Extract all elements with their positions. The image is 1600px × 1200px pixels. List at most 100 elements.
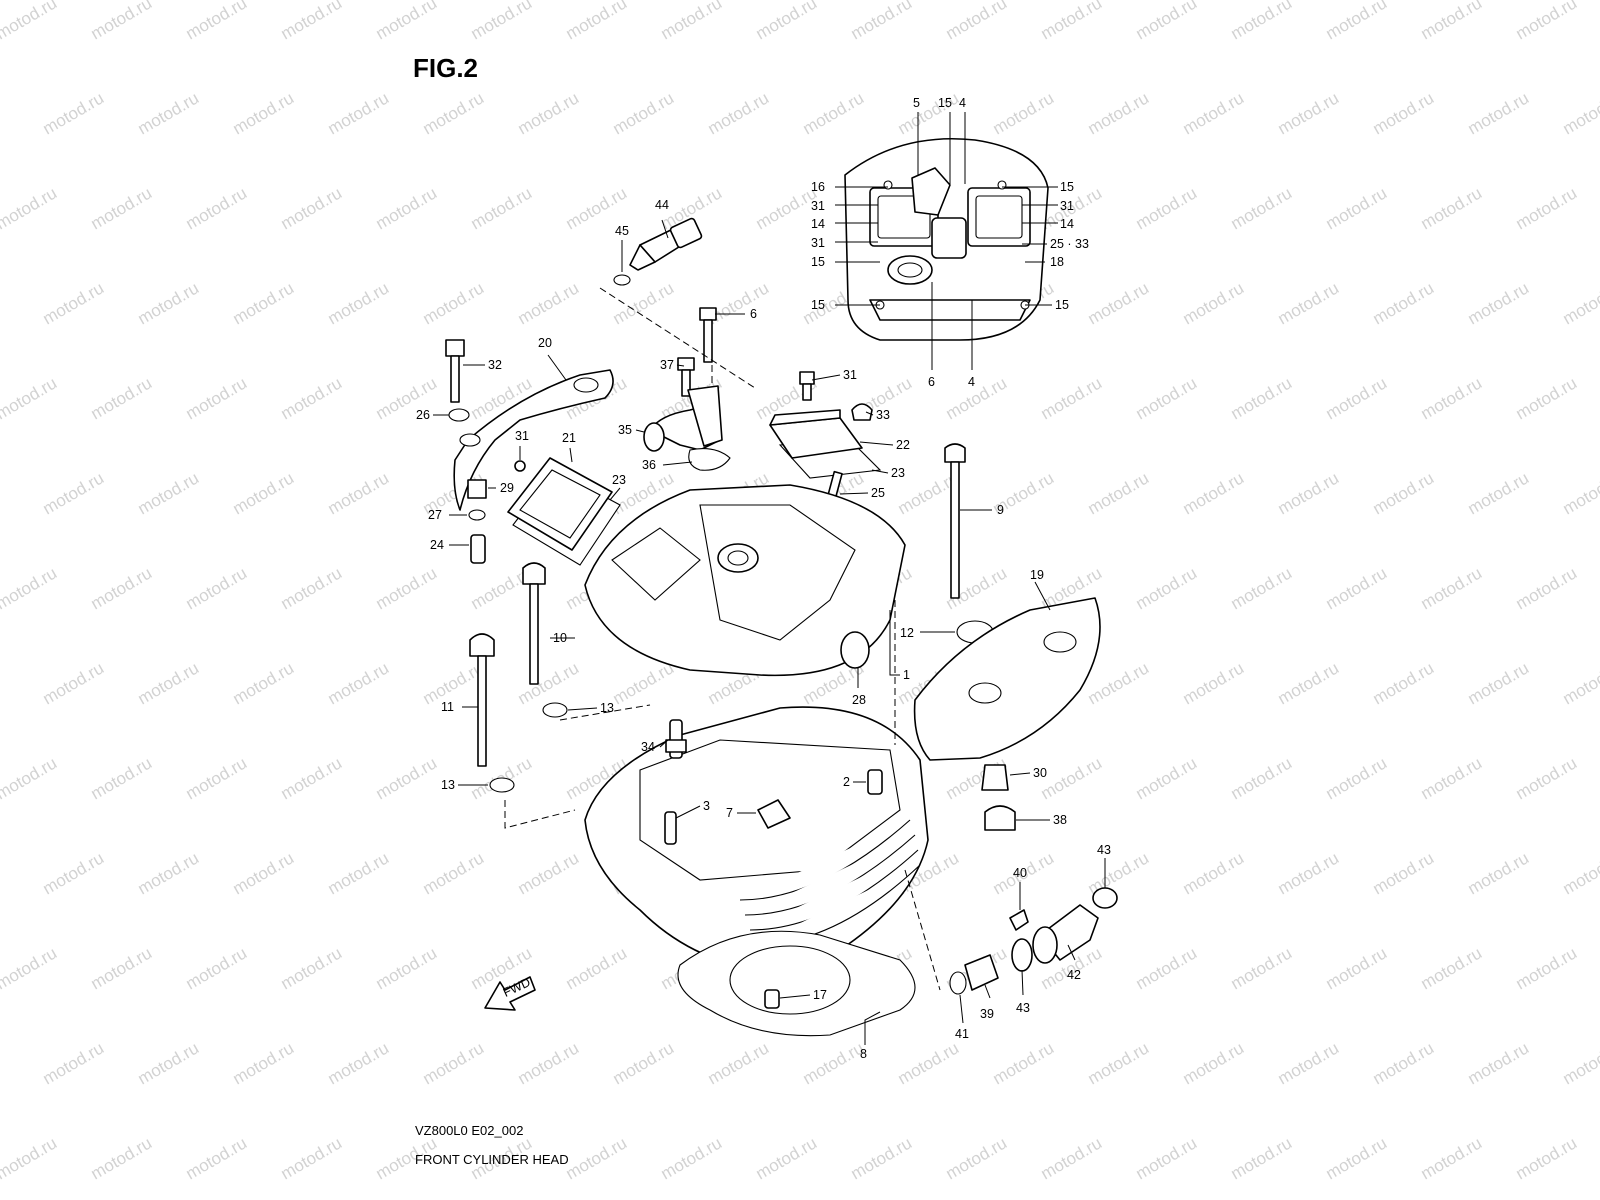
watermark-text: motod.ru [1513, 373, 1581, 423]
watermark-text: motod.ru [515, 88, 583, 138]
watermark-text: motod.ru [1465, 1038, 1533, 1088]
watermark-text: motod.ru [373, 373, 441, 423]
long-bolt-11 [469, 633, 495, 767]
watermark-text: motod.ru [658, 1133, 726, 1183]
callout-43: 43 [1016, 1001, 1030, 1015]
watermark-text: motod.ru [1370, 278, 1438, 328]
callout-8: 8 [860, 1047, 867, 1061]
watermark-text: motod.ru [135, 278, 203, 328]
leader-lines [433, 112, 1106, 1045]
watermark-text: motod.ru [1228, 943, 1296, 993]
callout-40: 40 [1013, 866, 1027, 880]
assembly-lines [504, 287, 941, 991]
watermark-text: motod.ru [468, 183, 536, 233]
side-cover-19 [913, 597, 1101, 761]
callout-2: 2 [843, 775, 850, 789]
watermark-text: motod.ru [183, 1133, 251, 1183]
watermark-text: motod.ru [1228, 1133, 1296, 1183]
callout-24: 24 [430, 538, 444, 552]
watermark-text: motod.ru [1418, 183, 1486, 233]
callout-31: 31 [843, 368, 857, 382]
watermark-text: motod.ru [990, 1038, 1058, 1088]
watermark-text: motod.ru [1513, 943, 1581, 993]
watermark-text: motod.ru [1275, 278, 1343, 328]
watermark-text: motod.ru [1180, 278, 1248, 328]
watermark-text: motod.ru [40, 1038, 108, 1088]
watermark-text: motod.ru [183, 563, 251, 613]
washer-27 [468, 509, 486, 521]
watermark-text: motod.ru [278, 0, 346, 43]
callout-30: 30 [1033, 766, 1047, 780]
watermark-text: motod.ru [230, 848, 298, 898]
watermark-text: motod.ru [1228, 0, 1296, 43]
watermark-text: motod.ru [278, 373, 346, 423]
watermark-text: motod.ru [183, 373, 251, 423]
watermark-text: motod.ru [373, 563, 441, 613]
callout-41: 41 [955, 1027, 969, 1041]
watermark-text: motod.ru [1323, 753, 1391, 803]
callout-11: 11 [441, 700, 454, 714]
watermark-text: motod.ru [1228, 373, 1296, 423]
grommet-30 [981, 764, 1009, 791]
callout-14: 14 [1060, 217, 1074, 231]
watermark-text: motod.ru [800, 1038, 868, 1088]
valve-cover-21 [507, 457, 621, 566]
watermark-text: motod.ru [753, 183, 821, 233]
watermark-text: motod.ru [1370, 468, 1438, 518]
watermark-text: motod.ru [88, 0, 156, 43]
bolt-37 [677, 357, 695, 397]
callout-15: 15 [811, 255, 825, 269]
watermark-text: motod.ru [1323, 943, 1391, 993]
water-outlet-35 [643, 385, 723, 452]
watermark-text: motod.ru [1418, 563, 1486, 613]
watermark-text: motod.ru [230, 278, 298, 328]
long-bolt-9 [944, 443, 966, 599]
watermark-text: motod.ru [88, 753, 156, 803]
camshaft-housing [584, 484, 906, 677]
watermark-text: motod.ru [373, 0, 441, 43]
callout-6: 6 [928, 375, 935, 389]
callout-32: 32 [488, 358, 502, 372]
watermark-text: motod.ru [1133, 943, 1201, 993]
watermark-text: motod.ru [230, 468, 298, 518]
washer-13-lower [489, 777, 515, 793]
callout-44: 44 [655, 198, 669, 212]
watermark-text: motod.ru [373, 943, 441, 993]
valve-cover-22 [769, 409, 882, 479]
watermark-text: motod.ru [325, 278, 393, 328]
watermark-text: motod.ru [88, 1133, 156, 1183]
watermark-text: motod.ru [1275, 658, 1343, 708]
watermark-text: motod.ru [278, 563, 346, 613]
watermark-text: motod.ru [1513, 753, 1581, 803]
watermark-text: motod.ru [1465, 88, 1533, 138]
watermark-text: motod.ru [1085, 468, 1153, 518]
callout-15: 15 [811, 298, 825, 312]
watermark-text: motod.ru [0, 373, 60, 423]
watermark-text: motod.ru [563, 0, 631, 43]
watermark-text: motod.ru [183, 183, 251, 233]
watermark-text: motod.ru [420, 848, 488, 898]
watermark-text: motod.ru [230, 1038, 298, 1088]
watermark-text: motod.ru [1133, 0, 1201, 43]
callout-38: 38 [1053, 813, 1067, 827]
cylinder-head-top-view-inset [844, 137, 1049, 341]
clamp-43-upper [1092, 887, 1118, 909]
watermark-text: motod.ru [1133, 1133, 1201, 1183]
watermark-text: motod.ru [515, 848, 583, 898]
watermark-text: motod.ru [705, 1038, 773, 1088]
watermark-text: motod.ru [278, 183, 346, 233]
watermark-text: motod.ru [0, 563, 60, 613]
watermark-text: motod.ru [1418, 753, 1486, 803]
o-ring-41 [949, 971, 967, 995]
callout-6: 6 [750, 307, 757, 321]
watermark-text: motod.ru [278, 753, 346, 803]
sensor-washer [613, 274, 631, 286]
watermark-text: motod.ru [1180, 658, 1248, 708]
callout-12: 12 [900, 626, 914, 640]
watermark-text: motod.ru [753, 1133, 821, 1183]
watermark-text: motod.ru [278, 1133, 346, 1183]
watermark-text: motod.ru [420, 1038, 488, 1088]
acorn-nut-33 [851, 403, 873, 421]
watermark-text: motod.ru [1085, 278, 1153, 328]
watermark-text: motod.ru [468, 0, 536, 43]
